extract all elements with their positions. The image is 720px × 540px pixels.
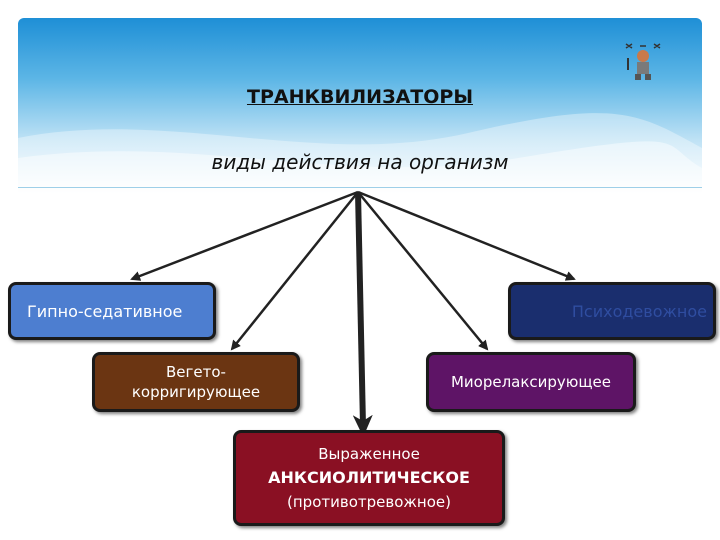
box-anx-label-3: (противотревожное) [287,493,451,511]
arrow-to-muscle [357,191,489,351]
box-muscle-label: Миорелаксирующее [450,373,612,391]
header-wave-decoration [18,113,702,193]
box-stimulating-label: Психодевожное [571,301,707,321]
box-anxiolytic: Выраженное АНКСИОЛИТИЧЕСКОЕ (противотрев… [233,430,505,526]
box-muscle-relaxant: Миорелаксирующее [426,352,636,412]
arrow-to-stimulating [357,190,576,281]
character-logo-icon [625,43,661,80]
box-hypno-sedative: Гипно-седативное [8,282,216,340]
diagram-subtitle: виды действия на организм [211,150,509,174]
box-vegetative-label-2: корригирующее [131,383,261,401]
box-anx-label-1: Выраженное [318,445,420,463]
box-vegetative-corrective: Вегето- корригирующее [92,352,300,412]
arrow-to-hypno [130,190,359,281]
box-vegetative-label-1: Вегето- [166,363,226,381]
box-anx-label-2: АНКСИОЛИТИЧЕСКОЕ [268,468,470,487]
arrow-to-anxiolytic [352,191,373,437]
divider-line [18,187,702,188]
diagram-title: ТРАНКВИЛИЗАТОРЫ [246,86,473,108]
header-band [18,18,702,193]
box-stimulating: Психодевожное [508,282,716,340]
box-hypno-label: Гипно-седативное [27,301,183,321]
arrow-to-vegetative [230,191,359,351]
